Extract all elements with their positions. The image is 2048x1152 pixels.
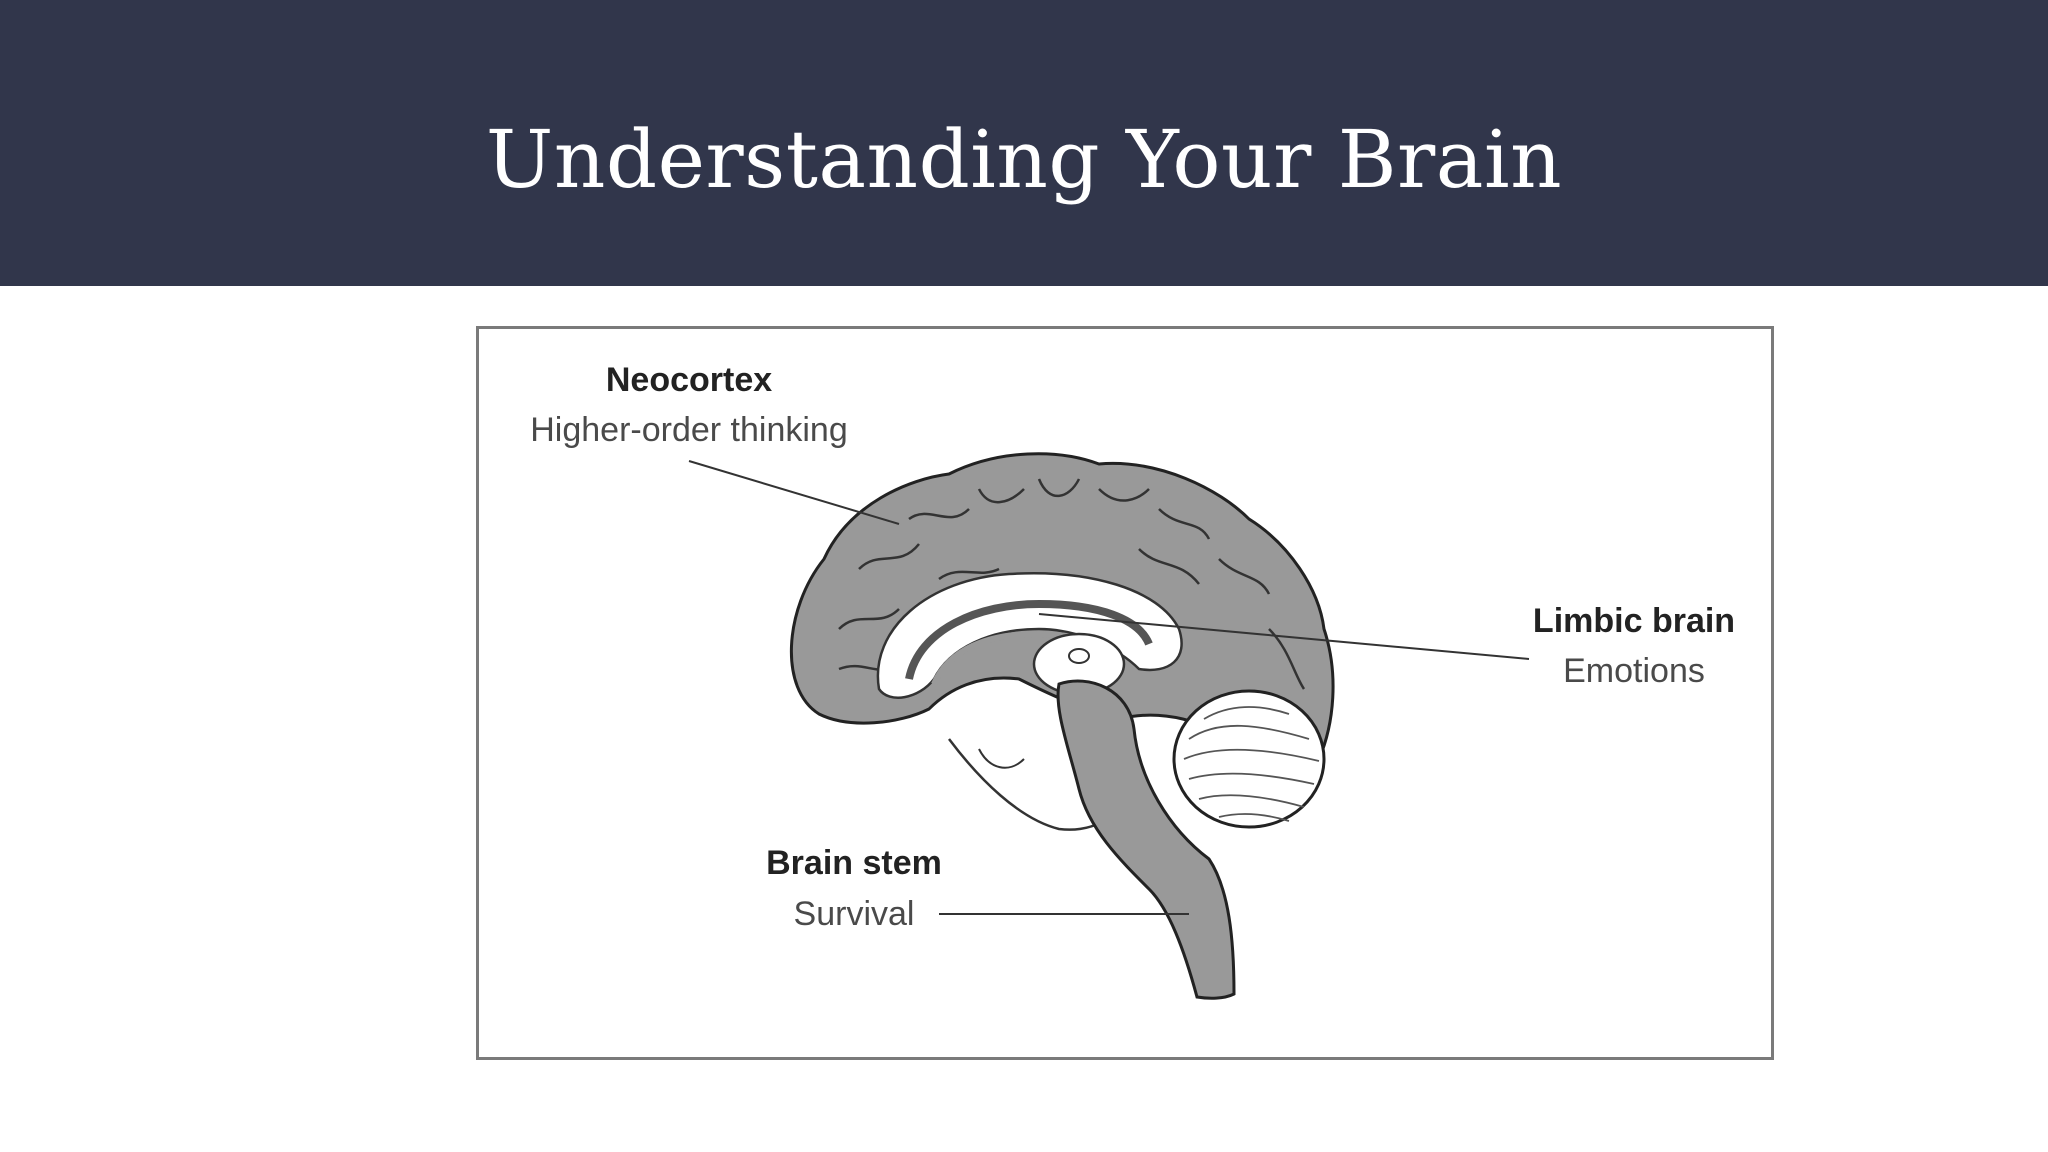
cerebellum-folds: [1183, 706, 1320, 822]
slide-title: Understanding Your Brain: [485, 113, 1563, 206]
brainstem-shape: [1056, 679, 1236, 1000]
limbic-description: Emotions: [1563, 652, 1705, 690]
stem-name: Brain stem: [766, 844, 942, 882]
brain-illustration: Neocortex Higher-order thinking Limbic b…: [530, 361, 1735, 1000]
slide-header: Understanding Your Brain: [0, 0, 2048, 286]
limbic-name: Limbic brain: [1533, 602, 1735, 640]
neocortex-description: Higher-order thinking: [530, 411, 848, 449]
limbic-leader: [1038, 613, 1530, 660]
neocortex-leader: [688, 460, 900, 525]
neocortex-name: Neocortex: [606, 361, 772, 399]
cerebellum: [1172, 689, 1326, 829]
brain-diagram: Neocortex Higher-order thinking Limbic b…: [476, 326, 1774, 1060]
stem-description: Survival: [794, 895, 915, 933]
